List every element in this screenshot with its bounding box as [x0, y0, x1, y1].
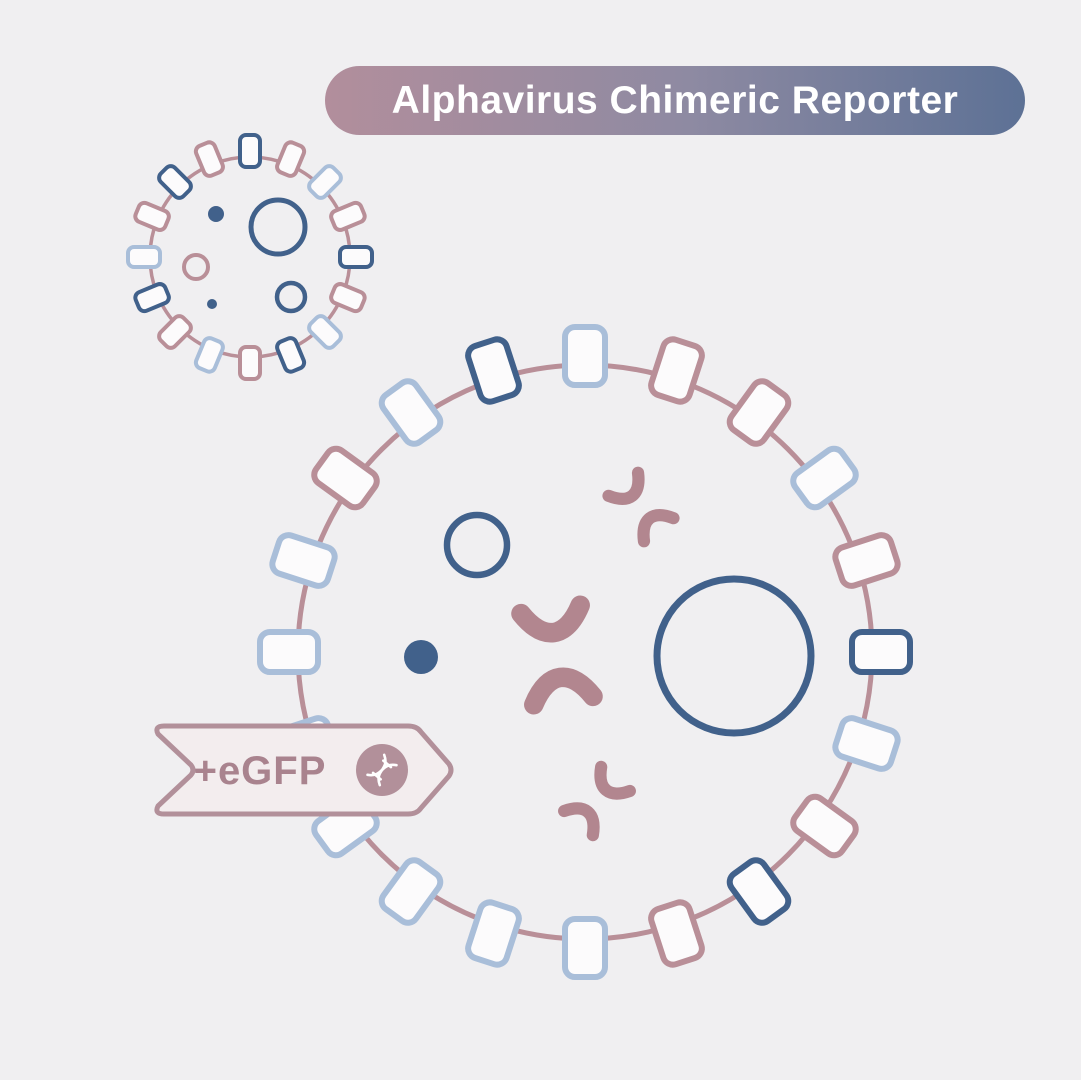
spike-protein — [307, 314, 343, 350]
spike-protein — [238, 133, 262, 169]
large-virus-diagram — [257, 324, 913, 980]
spike-protein — [790, 445, 859, 511]
inclusion-circle — [182, 253, 210, 281]
spike-protein — [157, 164, 193, 200]
spike-protein — [726, 857, 792, 926]
dna-icon — [356, 744, 408, 796]
spike-protein — [338, 245, 374, 269]
inclusion-dot — [207, 299, 217, 309]
small-virus-icon — [126, 133, 374, 381]
spike-protein — [157, 314, 193, 350]
spike-protein — [126, 245, 162, 269]
spike-protein — [465, 336, 522, 405]
spike-protein — [562, 916, 608, 980]
spike-protein — [311, 445, 380, 511]
spike-protein — [193, 336, 225, 374]
spike-protein — [329, 282, 367, 314]
inclusion-circle — [274, 280, 308, 314]
inclusion-circle — [653, 575, 815, 737]
title-banner: Alphavirus Chimeric Reporter — [325, 66, 1025, 135]
spike-protein — [378, 857, 444, 926]
chromosome — [558, 760, 636, 842]
spike-protein — [269, 532, 338, 589]
spike-protein — [133, 200, 171, 232]
spike-protein — [133, 282, 171, 314]
spike-protein — [648, 899, 705, 968]
spike-protein — [378, 378, 444, 447]
spike-protein — [307, 164, 343, 200]
inclusion-circle — [248, 197, 308, 257]
inclusion-dot — [208, 206, 224, 222]
virus-membrane — [295, 362, 875, 942]
spike-protein — [726, 378, 792, 447]
spike-protein — [648, 336, 705, 405]
spike-protein — [257, 629, 321, 675]
spike-protein — [275, 140, 307, 178]
spike-protein — [562, 324, 608, 388]
title-text: Alphavirus Chimeric Reporter — [391, 78, 959, 122]
spike-protein — [275, 336, 307, 374]
chromosome — [511, 595, 603, 715]
egfp-label: +eGFP — [194, 749, 327, 793]
spike-protein — [849, 629, 913, 675]
spike-protein — [832, 532, 901, 589]
chromosome — [602, 466, 680, 548]
spike-protein — [193, 140, 225, 178]
spike-protein — [790, 793, 859, 859]
inclusion-circle — [443, 511, 511, 579]
spike-protein — [329, 200, 367, 232]
spike-protein — [465, 899, 522, 968]
egfp-banner: +eGFP — [154, 723, 454, 817]
spike-protein — [238, 345, 262, 381]
spike-protein — [832, 715, 901, 772]
inclusion-dot — [404, 640, 438, 674]
